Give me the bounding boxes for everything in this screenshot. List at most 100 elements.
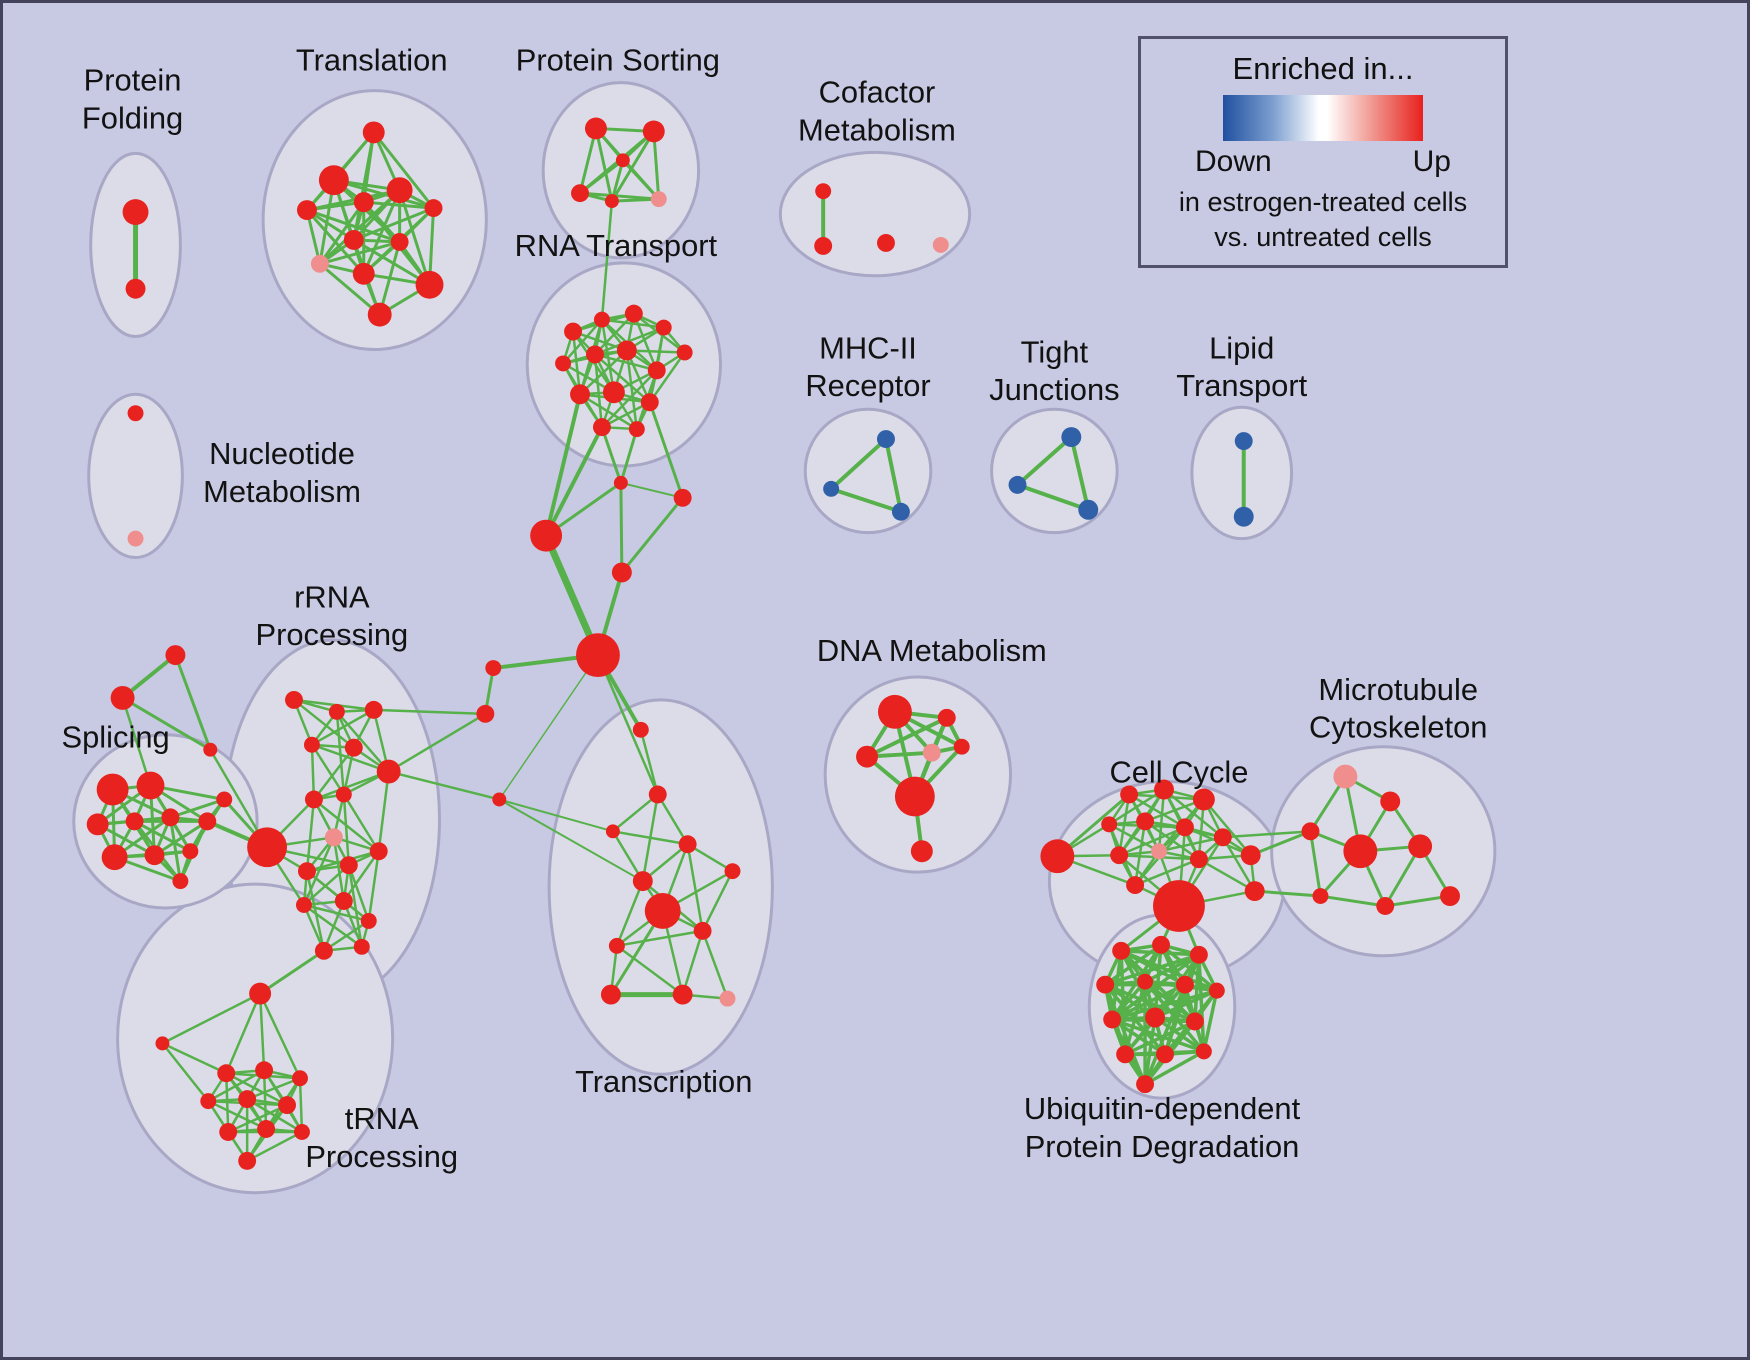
legend-caption: in estrogen-treated cells vs. untreated … (1179, 185, 1467, 255)
network-node (165, 645, 186, 666)
network-node (203, 742, 218, 757)
network-node (650, 191, 667, 208)
network-node (343, 229, 364, 250)
network-node (564, 322, 583, 341)
network-node (608, 937, 625, 954)
network-node (1244, 881, 1265, 902)
network-node (655, 319, 672, 336)
edge (298, 1076, 304, 1134)
edge (347, 863, 370, 923)
network-node (1137, 973, 1154, 990)
edge (352, 206, 436, 242)
edge (1197, 857, 1256, 893)
network-node (1376, 897, 1395, 915)
edge (1015, 482, 1091, 512)
network-node (324, 828, 343, 847)
edge (656, 793, 689, 846)
network-node (628, 421, 645, 438)
edge (615, 929, 704, 948)
network-node (1189, 945, 1208, 964)
network-node (310, 254, 329, 273)
edge (648, 400, 685, 500)
edge (600, 318, 616, 394)
edge (561, 318, 604, 365)
edge (611, 793, 659, 833)
edge (173, 653, 212, 752)
network-node (1408, 834, 1433, 859)
network-node (1380, 791, 1401, 812)
network-node (1151, 843, 1167, 860)
edge (1153, 988, 1219, 1020)
edge (829, 437, 888, 491)
edge (648, 351, 686, 404)
edge (161, 992, 262, 1045)
edge (610, 129, 656, 203)
cluster-label-transcription: Transcription (575, 1064, 752, 1099)
network-node (1440, 886, 1460, 906)
edge (226, 1103, 289, 1134)
cluster-ellipse-trna-processing (116, 882, 395, 1195)
edge (625, 349, 639, 431)
edge (1015, 435, 1074, 487)
edge (1202, 798, 1252, 857)
edge (611, 830, 689, 846)
network-node (335, 786, 352, 803)
network-node (295, 897, 312, 913)
network-node (297, 862, 316, 881)
edge (318, 240, 402, 266)
edge (1143, 1015, 1157, 1086)
edge (1309, 829, 1322, 898)
edge (258, 992, 302, 1080)
edge (681, 929, 704, 996)
cluster-ellipse-nucleotide-metabolism (87, 392, 184, 560)
edge (1127, 793, 1187, 829)
network-node (678, 835, 697, 854)
edge (310, 708, 375, 746)
network-node (367, 302, 392, 327)
network-node (1112, 941, 1131, 960)
network-node (217, 1064, 236, 1083)
nodes-layer (86, 117, 1460, 1170)
edge (377, 770, 390, 853)
edge (1110, 1017, 1206, 1054)
network-node (823, 480, 840, 497)
network-node (632, 721, 649, 738)
network-node (415, 270, 444, 299)
edge (701, 929, 729, 1000)
edge (593, 353, 652, 404)
network-node (1136, 812, 1155, 831)
edge (883, 437, 903, 514)
edge (498, 798, 644, 883)
edge (1249, 829, 1312, 857)
network-node (1156, 1045, 1174, 1064)
edge (367, 849, 380, 923)
network-node (1120, 785, 1139, 804)
edge (207, 1069, 266, 1103)
network-node (600, 984, 621, 1005)
edge (632, 312, 658, 372)
network-node (937, 708, 956, 727)
edge (594, 126, 614, 203)
edge (161, 1042, 228, 1075)
edge (1221, 836, 1256, 893)
network-node (584, 117, 607, 140)
network-node (555, 355, 572, 372)
network-node (172, 873, 189, 890)
network-node (1192, 788, 1215, 811)
network-node (127, 405, 144, 422)
edge (615, 879, 645, 948)
edge (152, 819, 209, 857)
edge (352, 238, 432, 287)
network-node (238, 1090, 257, 1109)
network-node (1153, 880, 1205, 932)
edge (312, 770, 390, 801)
network-node (353, 192, 374, 213)
edge (593, 353, 658, 372)
edge (121, 696, 152, 787)
network-node (255, 1061, 274, 1080)
edge (498, 798, 614, 833)
